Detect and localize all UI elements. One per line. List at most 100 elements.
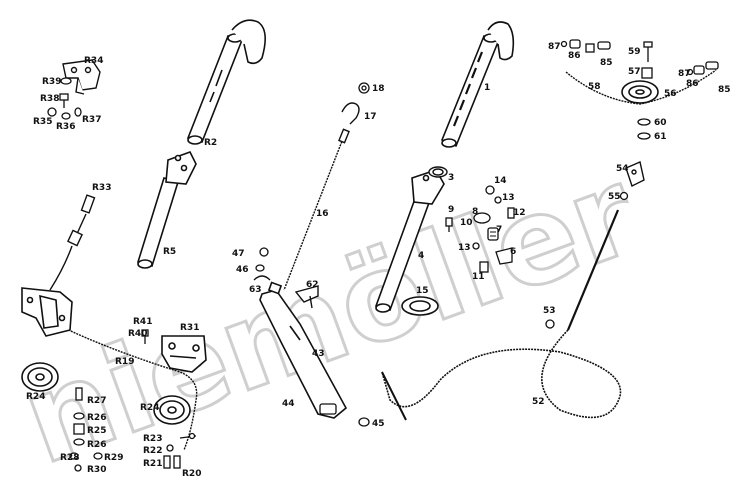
label-r40: R40 [128,329,147,339]
label-r19: R19 [115,357,134,367]
nut-53 [545,319,555,329]
ring-3 [428,166,448,178]
bracket-54 [625,161,645,187]
label-86-left: 86 [568,51,581,61]
clip-17 [341,102,360,125]
label-r41: R41 [133,317,152,327]
nut-r35 [47,107,57,117]
label-56: 56 [664,89,677,99]
bolt-59 [643,41,653,62]
cable-58 [565,69,717,105]
grommet-15 [401,296,439,316]
label-10: 10 [460,218,473,228]
screw-r38 [59,93,69,108]
nut-57 [641,67,653,79]
label-r31: R31 [180,323,199,333]
label-13-upper: 13 [502,193,515,203]
label-r22: R22 [143,446,162,456]
label-r27: R27 [87,396,106,406]
clip-45 [358,417,370,427]
label-r29: R29 [104,453,123,463]
label-62: 62 [306,280,319,290]
label-45: 45 [372,419,385,429]
nut-55 [619,191,629,201]
label-85-left: 85 [600,58,613,68]
label-r26-upper: R26 [87,413,106,423]
fittings-85-87 [560,39,719,76]
tube-r5 [136,151,197,269]
label-9: 9 [448,205,454,215]
part-labels: R34 R39 R38 R35 R36 R37 R2 R5 R33 R19 R2… [26,42,731,479]
label-6: 6 [510,247,516,257]
label-r23: R23 [143,434,162,444]
label-r24-left: R24 [26,392,45,402]
label-58: 58 [588,82,601,92]
nut-18 [358,82,370,94]
label-1: 1 [484,83,490,93]
mounting-bracket-left [21,287,73,337]
label-r37: R37 [82,115,101,125]
label-53: 53 [543,306,556,316]
small-parts-6-14 [445,185,515,273]
label-11: 11 [472,272,485,282]
label-47: 47 [232,249,245,259]
lever-43 [259,281,348,419]
label-54: 54 [616,164,629,174]
screw-47-46-63 [253,247,271,281]
label-r33: R33 [92,183,111,193]
washer-r36 [61,112,71,120]
label-14: 14 [494,176,507,186]
label-63: 63 [249,285,262,295]
pulley-r24-center [153,395,191,425]
label-87-right: 87 [678,69,691,79]
label-r2: R2 [204,138,217,148]
bracket-r31 [161,335,207,373]
rod-52 [381,209,622,421]
clip-r37 [74,107,82,117]
label-61: 61 [654,132,667,142]
label-13-lower: 13 [458,243,471,253]
pulley-r24-left [21,362,59,392]
label-r36: R36 [56,122,75,132]
label-r28: R28 [60,453,79,463]
washers-60-61 [637,118,651,140]
label-8: 8 [472,207,478,217]
hardware-stack-r25-r30 [69,387,103,472]
label-46: 46 [236,265,249,275]
label-52: 52 [532,397,545,407]
label-r21: R21 [143,459,162,469]
tube-r2 [186,19,266,145]
label-18: 18 [372,84,385,94]
label-87-left: 87 [548,42,561,52]
tube-1 [440,21,515,148]
label-16: 16 [316,209,329,219]
label-7: 7 [496,225,502,235]
screw-r40-r41 [141,329,149,344]
label-85-right: 85 [718,85,731,95]
grip-44 [319,403,337,415]
label-44: 44 [282,399,295,409]
label-4: 4 [418,251,424,261]
screw-r39 [60,77,72,85]
label-60: 60 [654,118,667,128]
label-3: 3 [448,173,454,183]
label-86-right: 86 [686,79,699,89]
cable-16 [283,128,350,291]
label-57: 57 [628,67,641,77]
label-15: 15 [416,286,429,296]
label-17: 17 [364,112,377,122]
label-r26-lower: R26 [87,440,106,450]
label-43: 43 [312,349,325,359]
label-r39: R39 [42,77,61,87]
label-12: 12 [513,208,526,218]
label-r25: R25 [87,426,106,436]
pulley-56 [621,80,659,104]
label-r24-center: R24 [140,403,159,413]
label-r35: R35 [33,117,52,127]
label-r30: R30 [87,465,106,475]
label-r34: R34 [84,56,103,66]
label-59: 59 [628,47,641,57]
label-r20: R20 [182,469,201,479]
